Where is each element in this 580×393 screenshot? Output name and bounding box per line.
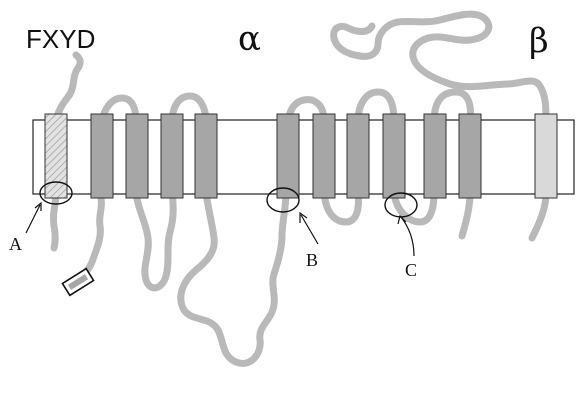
- fxyd-transmembrane-helix: [45, 114, 67, 198]
- fxyd-extracellular-tail: [56, 55, 80, 122]
- alpha-n-terminal-helix-box: [62, 269, 93, 296]
- alpha-helix-m7: [347, 114, 369, 198]
- alpha-helix-m8: [383, 114, 405, 198]
- site-b-pointer: [300, 213, 318, 244]
- site-a-label: A: [9, 234, 22, 254]
- beta-subunit-label: β: [529, 21, 549, 61]
- alpha-helix-m3: [161, 114, 183, 198]
- alpha-helix-m2: [126, 114, 148, 198]
- membrane-bilayer: [33, 120, 574, 194]
- alpha-helix-m9: [424, 114, 446, 198]
- alpha-subunit-label: α: [238, 19, 261, 59]
- fxyd-cytoplasmic-tail: [53, 193, 56, 248]
- alpha-helix-m4: [195, 114, 217, 198]
- alpha-c-terminal-tail: [462, 193, 470, 236]
- site-b-label: B: [306, 250, 318, 270]
- alpha-helix-m6: [313, 114, 335, 198]
- alpha-large-cytoplasmic-domain: [181, 193, 286, 363]
- site-a-pointer: [26, 203, 41, 233]
- beta-cytoplasmic-tail: [532, 193, 546, 238]
- fxyd-subunit-label: FXYD: [26, 24, 95, 54]
- alpha-helix-m10: [459, 114, 481, 198]
- alpha-loop-m2-m3: [136, 193, 173, 288]
- alpha-helix-m1: [91, 114, 113, 198]
- beta-transmembrane-helix: [535, 114, 557, 198]
- site-c-label: C: [405, 260, 417, 280]
- alpha-helix-m5: [277, 114, 299, 198]
